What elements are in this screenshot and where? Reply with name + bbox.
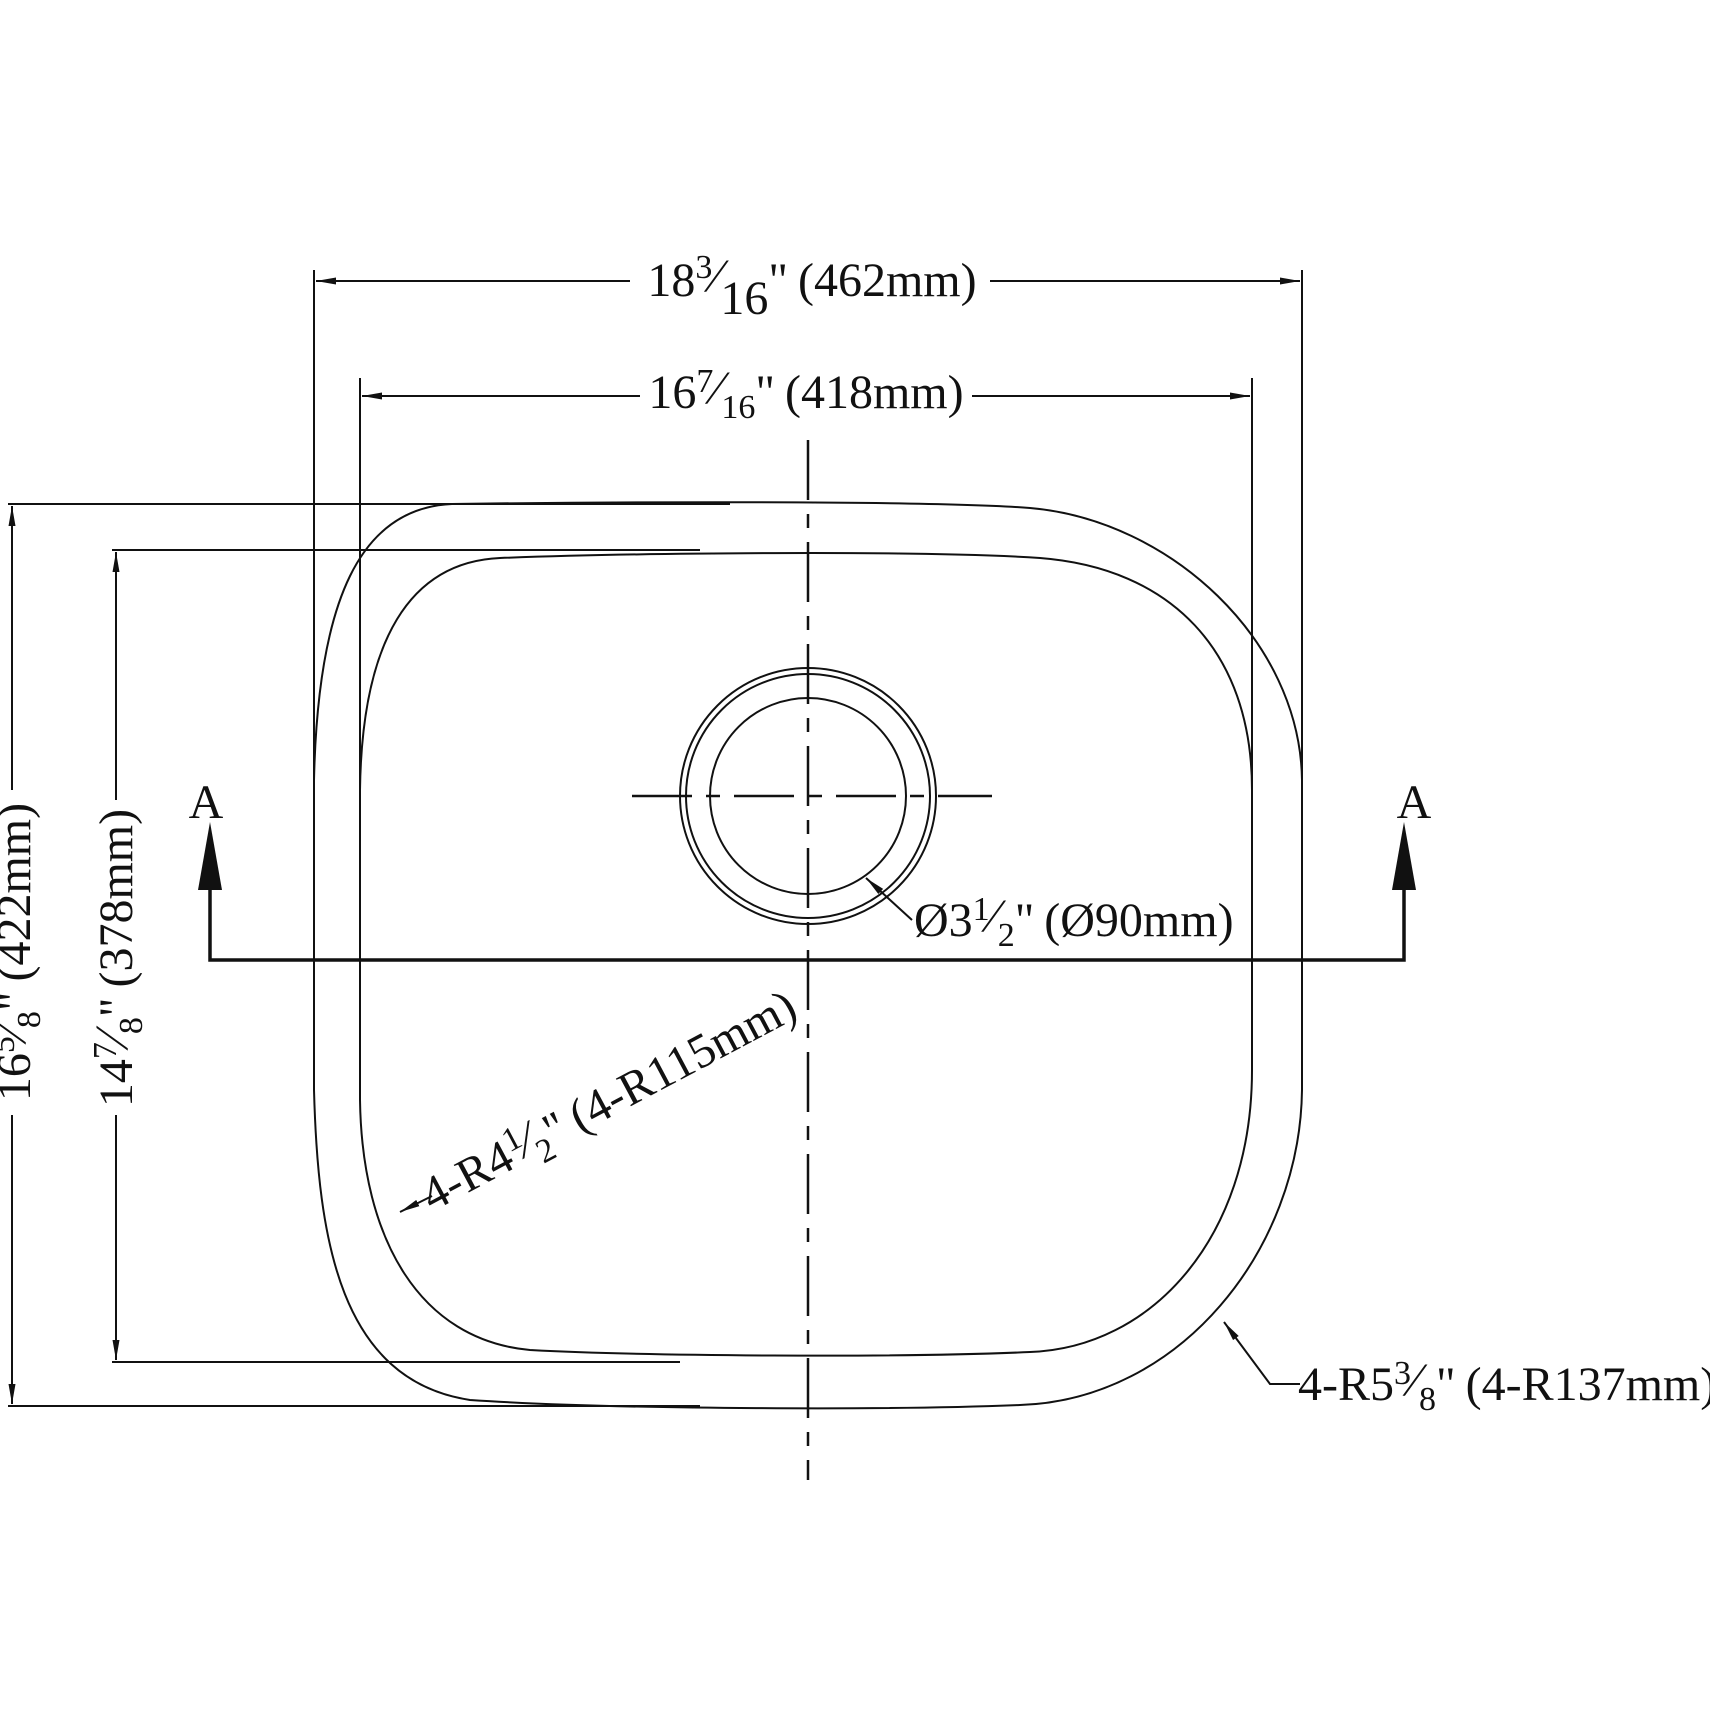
- outer-bowl-outline: [313, 501, 1303, 1410]
- drain-label: Ø31⁄2"(Ø90mm): [914, 890, 1234, 954]
- section-line-a-a: [208, 890, 1406, 962]
- outer-radius-leader: [1223, 1321, 1300, 1385]
- inner-radius-label: 4-R41⁄2"(4-R115mm): [410, 976, 808, 1228]
- inner-bowl-outline: [359, 552, 1253, 1357]
- section-arrow-left: [198, 822, 222, 890]
- section-label-right: A: [1397, 776, 1432, 829]
- outer-radius-label: 4-R53⁄8"(4-R137mm): [1298, 1354, 1710, 1418]
- inner-depth-label: 147⁄8"(378mm): [86, 809, 150, 1107]
- outer-depth-label: 165⁄8"(422mm): [0, 803, 48, 1101]
- outer-width-label: 183⁄16"(462mm): [647, 249, 976, 325]
- section-label-left: A: [189, 776, 224, 829]
- section-arrow-right: [1392, 822, 1416, 890]
- inner-width-label: 167⁄16"(418mm): [648, 362, 963, 426]
- drain-leader: [865, 877, 913, 921]
- inner-radius-leader: [399, 1195, 433, 1213]
